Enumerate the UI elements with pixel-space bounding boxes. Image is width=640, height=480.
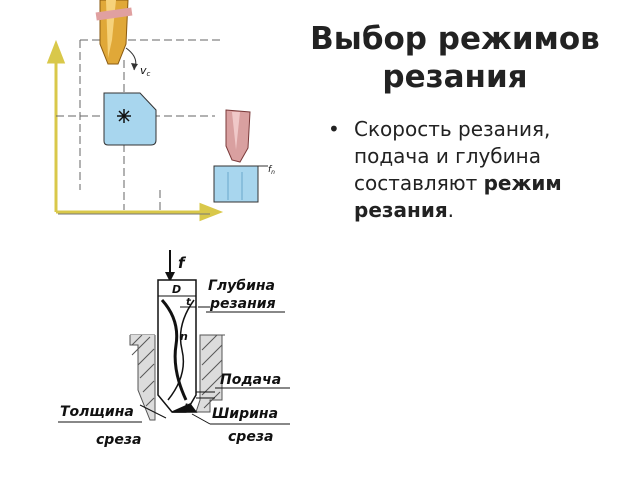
axes <box>46 39 224 222</box>
title-line-2: резания <box>382 59 528 95</box>
dimension-lines <box>139 295 215 425</box>
workpiece-insert <box>103 92 157 146</box>
label-thickness-line1: Толщина <box>60 404 134 420</box>
label-b: b <box>184 403 191 414</box>
drill-gold-icon <box>95 0 138 71</box>
drill-body-icon <box>157 279 198 413</box>
label-vc: vc <box>140 64 151 78</box>
label-n: n <box>180 330 188 343</box>
workpiece-block <box>213 165 259 203</box>
label-thickness-line2: среза <box>96 432 141 448</box>
label-width-line1: Ширина <box>212 406 278 422</box>
bullet-list: • Скорость резания, подача и глубина сос… <box>326 116 626 224</box>
bullet-text: Скорость резания, подача и глубина соста… <box>354 117 551 195</box>
slide-title: Выбор режимов резания <box>290 20 620 96</box>
title-line-1: Выбор режимов <box>310 21 600 57</box>
label-f: f <box>178 254 187 272</box>
bullet-bold-text: режим резания <box>354 171 562 222</box>
label-t: t <box>186 297 192 308</box>
label-feed: Подача <box>220 372 281 388</box>
material-hatch <box>129 334 225 421</box>
label-depth-line1: Глубина <box>208 278 275 294</box>
label-width-line2: среза <box>228 429 273 445</box>
bullet-item: • Скорость резания, подача и глубина сос… <box>326 116 626 224</box>
feed-arrow-icon <box>165 250 175 282</box>
bullet-end: . <box>447 198 455 222</box>
label-fn: fn <box>268 165 275 176</box>
bullet-marker: • <box>328 117 340 141</box>
label-depth-line2: резания <box>209 296 276 312</box>
label-D: D <box>172 283 181 296</box>
center-mark <box>117 109 131 123</box>
drill-pink-icon <box>225 109 251 163</box>
